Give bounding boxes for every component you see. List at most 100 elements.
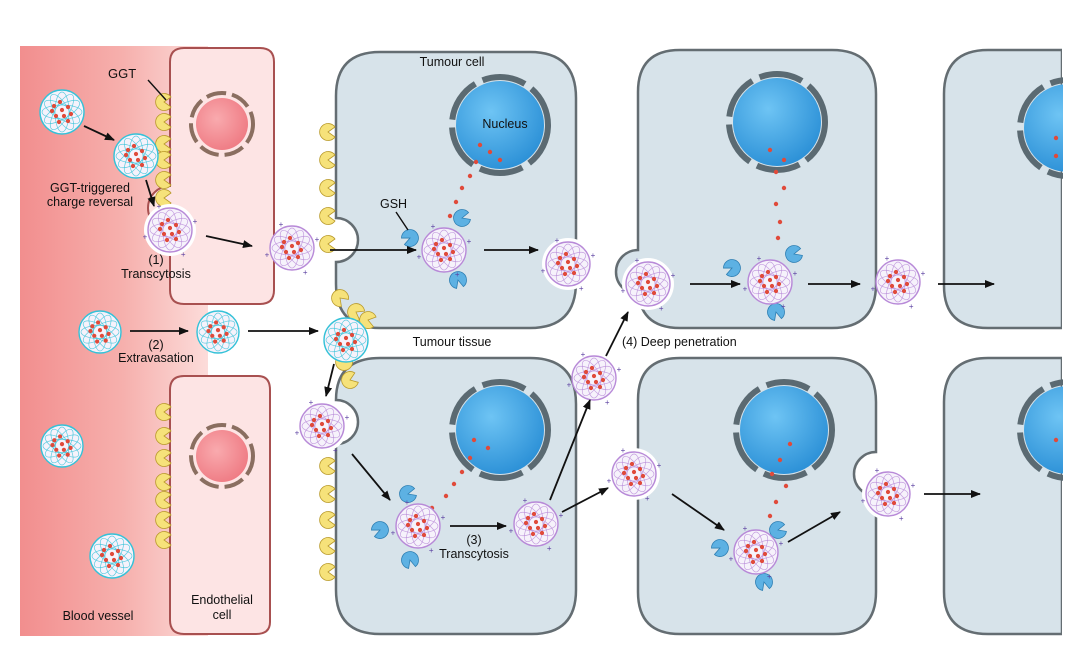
svg-text:+: + — [417, 253, 422, 262]
drug-dot-icon — [451, 481, 457, 487]
drug-dot-icon — [485, 445, 491, 451]
tumour-nucleus — [449, 379, 551, 481]
svg-text:+: + — [617, 365, 622, 374]
ggt-enzyme-icon — [155, 531, 172, 549]
nanoparticle-icon: ++++ — [861, 466, 916, 523]
svg-text:+: + — [621, 287, 626, 296]
svg-text:+: + — [181, 250, 186, 259]
ggt-enzymes — [155, 93, 377, 581]
tumour-cell-label: Tumour cell — [420, 55, 485, 69]
ggt-enzyme-icon — [155, 171, 172, 189]
drug-dot-icon — [487, 149, 493, 155]
nanoparticle-icon: ++++ — [871, 254, 926, 311]
nanoparticle-icon: ++++ — [621, 256, 676, 313]
ggt-enzyme-icon — [341, 371, 359, 389]
svg-text:+: + — [779, 539, 784, 548]
svg-text:+: + — [467, 237, 472, 246]
arrow — [787, 511, 841, 543]
ggt-label: GGT — [108, 66, 136, 81]
nanoparticle-icon: ++++ — [265, 220, 320, 277]
drug-dot-icon — [777, 457, 783, 463]
ggt-enzyme-icon — [155, 135, 172, 153]
svg-text:+: + — [657, 461, 662, 470]
svg-text:+: + — [265, 251, 270, 260]
drug-dot-icon — [773, 499, 779, 505]
drug-dot-icon — [781, 157, 787, 163]
drug-dot-icon — [773, 169, 779, 175]
nanoparticle-icon — [39, 89, 85, 135]
nanoparticle-icon: ++++ — [729, 524, 784, 581]
tumour-nucleus — [733, 379, 835, 481]
svg-text:+: + — [547, 544, 552, 553]
svg-text:+: + — [645, 494, 650, 503]
ggt-enzyme-icon — [155, 427, 172, 445]
nanoparticle-icon — [78, 310, 122, 354]
step-3-number: (3) — [466, 533, 481, 547]
step-4-label: (4) Deep penetration — [622, 335, 737, 349]
nanoparticle-icon — [113, 133, 159, 179]
nanoparticles: ++++++++++++++++++++++++++++++++++++++++… — [39, 89, 926, 581]
svg-text:+: + — [157, 202, 162, 211]
nanoparticle-icon: ++++ — [391, 498, 446, 555]
svg-text:+: + — [567, 381, 572, 390]
gsh-molecule-icon — [711, 539, 729, 557]
step-2-label: Extravasation — [118, 351, 194, 365]
svg-text:+: + — [659, 304, 664, 313]
tumour-nucleus — [726, 71, 828, 173]
svg-text:+: + — [871, 285, 876, 294]
svg-text:+: + — [899, 514, 904, 523]
ggt-enzyme-icon — [319, 179, 336, 197]
ggt-enzyme-icon — [319, 563, 336, 581]
drug-dot-icon — [767, 513, 773, 519]
gsh-molecules — [371, 209, 803, 591]
gsh-molecule-icon — [399, 485, 417, 503]
gsh-molecule-icon — [785, 245, 803, 263]
nanoparticle-icon: ++++ — [509, 496, 564, 553]
svg-text:+: + — [671, 271, 676, 280]
svg-text:+: + — [767, 572, 772, 581]
ggt-enzyme-icon — [155, 93, 172, 111]
ggt-enzyme-icon — [319, 123, 336, 141]
svg-text:+: + — [555, 236, 560, 245]
pathway-arrows — [83, 79, 995, 543]
endothelial-nuclear-envelope — [189, 91, 255, 157]
gsh-label: GSH — [380, 197, 407, 211]
drug-dot-icon — [1053, 437, 1059, 443]
step-1-label: Transcytosis — [121, 267, 191, 281]
svg-text:+: + — [309, 398, 314, 407]
nanoparticle-icon: ++++ — [143, 202, 198, 259]
drug-dot-icon — [471, 437, 477, 443]
svg-text:+: + — [523, 496, 528, 505]
drug-dot-icon — [477, 142, 483, 148]
svg-text:+: + — [303, 268, 308, 277]
nucleus-label: Nucleus — [482, 117, 527, 131]
ggt-enzyme-icon — [319, 457, 336, 475]
drug-dot-icon — [443, 493, 449, 499]
ggt-enzyme-icon — [319, 511, 336, 529]
drug-dot-icon — [467, 173, 473, 179]
nanoparticle-icon — [323, 317, 369, 363]
ggt-enzyme-icon — [155, 449, 172, 467]
charge-reversal-label: charge reversal — [47, 195, 133, 209]
svg-text:+: + — [509, 527, 514, 536]
svg-text:+: + — [861, 497, 866, 506]
endothelial-nucleus — [196, 430, 248, 482]
arrow — [605, 311, 629, 357]
svg-text:+: + — [781, 302, 786, 311]
svg-text:+: + — [909, 302, 914, 311]
gsh-molecule-icon — [449, 271, 467, 289]
tumour-nucleus — [449, 74, 551, 176]
arrow — [145, 179, 156, 207]
svg-text:+: + — [455, 270, 460, 279]
ggt-enzyme-icon — [155, 491, 172, 509]
svg-text:+: + — [295, 429, 300, 438]
svg-text:+: + — [345, 413, 350, 422]
step-1-number: (1) — [148, 253, 163, 267]
step-3-label: Transcytosis — [439, 547, 509, 561]
charge-reversal-label: GGT-triggered — [50, 181, 130, 195]
arrow — [205, 235, 253, 248]
step-2-number: (2) — [148, 338, 163, 352]
nanoparticle-icon: ++++ — [743, 254, 798, 311]
svg-text:+: + — [579, 284, 584, 293]
arrow — [324, 363, 335, 397]
